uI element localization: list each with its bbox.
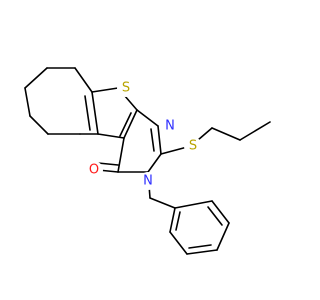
sulfur-atom-label: S [189, 139, 197, 154]
nitrogen-atom-label: N [143, 174, 153, 189]
double-bond-inner [84, 95, 91, 131]
double-bond-inner [150, 128, 155, 152]
benzyl-group [147, 171, 230, 255]
bond [117, 137, 125, 173]
bond [24, 87, 31, 117]
bond [174, 200, 213, 209]
bond [74, 67, 93, 93]
molecule-canvas: S N N O S [24, 67, 271, 255]
aromatic-inner-bond [188, 244, 212, 249]
molecule-structure: S N N O S [24, 67, 271, 255]
nitrogen-atom-label: N [165, 119, 175, 134]
bond [169, 231, 188, 255]
label-background [85, 161, 103, 179]
bond [136, 109, 159, 127]
bond [29, 115, 49, 135]
bond [97, 133, 125, 139]
label-background [117, 79, 135, 97]
bond [211, 200, 230, 224]
bond [24, 67, 48, 89]
label-background [139, 172, 157, 190]
bond [216, 222, 230, 251]
bond [91, 91, 99, 135]
bond [147, 153, 162, 173]
cycloheptane-ring [24, 67, 93, 135]
oxygen-atom-label: O [89, 163, 99, 178]
bond [186, 249, 218, 255]
bond [211, 127, 241, 141]
aromatic-inner-bond [207, 206, 223, 226]
label-background [184, 137, 202, 155]
bond [157, 125, 162, 155]
label-background [161, 117, 179, 135]
sulfur-atom-label: S [122, 81, 130, 96]
bond [149, 197, 176, 209]
bond [169, 207, 176, 233]
bond [123, 109, 138, 139]
double-bond-inner [119, 112, 132, 137]
aromatic-inner-bond [175, 211, 181, 231]
bond [239, 121, 271, 141]
bond [91, 87, 119, 93]
carbonyl-double-bond [97, 162, 119, 166]
atom-labels: S N N O S [85, 79, 202, 190]
pyrimidinone-ring [97, 109, 162, 173]
